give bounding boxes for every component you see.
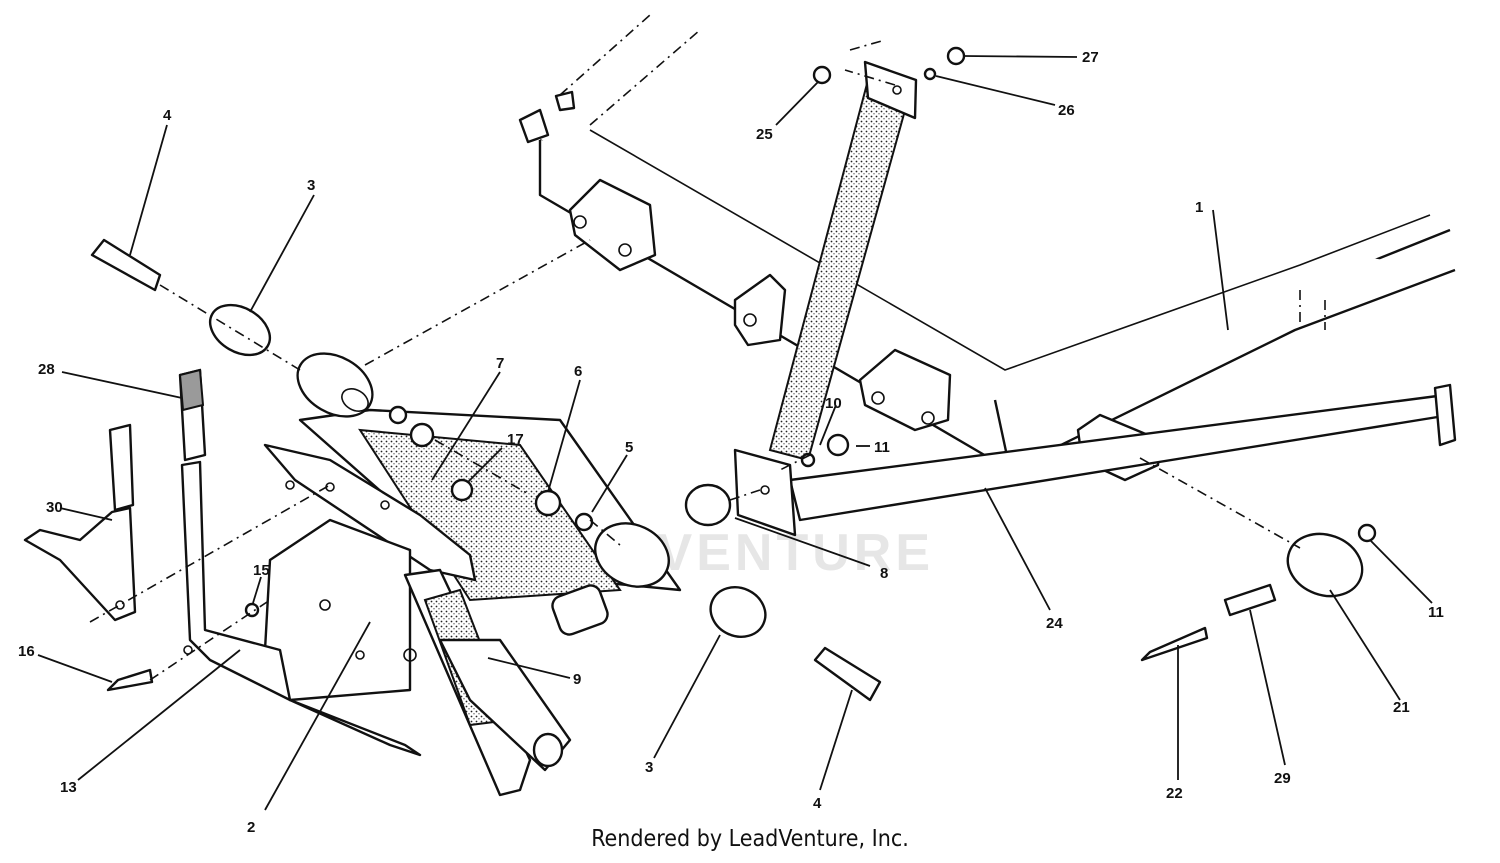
callout-7: 7 (496, 355, 504, 372)
callout-29: 29 (1274, 770, 1291, 787)
callout-1: 1 (1195, 199, 1203, 216)
pivot-bracket-part (263, 408, 682, 797)
callout-3a: 3 (307, 177, 315, 194)
callout-25: 25 (756, 126, 773, 143)
callout-9: 9 (573, 671, 581, 688)
leader-lines (37, 55, 1433, 811)
callout-5: 5 (625, 439, 633, 456)
footer-credit: Rendered by LeadVenture, Inc. (591, 826, 909, 852)
callout-15: 15 (253, 562, 270, 579)
callout-16: 16 (18, 643, 35, 660)
lever-assembly (23, 368, 292, 702)
callout-10: 10 (825, 395, 842, 412)
callout-17: 17 (507, 431, 524, 448)
callout-4b: 4 (813, 795, 822, 812)
callout-27: 27 (1082, 49, 1099, 66)
callout-4a: 4 (163, 107, 172, 124)
callout-22: 22 (1166, 785, 1183, 802)
callout-8: 8 (880, 565, 888, 582)
hardware (90, 46, 1377, 702)
assembly-lines (89, 69, 1301, 681)
callout-3b: 3 (645, 759, 653, 776)
frame-part (518, 14, 1456, 482)
callout-28: 28 (38, 361, 55, 378)
callout-labels: 1 2 3 3 4 4 5 6 7 8 9 10 11 11 13 15 16 … (18, 49, 1444, 836)
cross-bar-part (733, 383, 1457, 537)
callout-26: 26 (1058, 102, 1075, 119)
callout-24: 24 (1046, 615, 1063, 632)
callout-30: 30 (46, 499, 63, 516)
callout-6: 6 (574, 363, 582, 380)
callout-13: 13 (60, 779, 77, 796)
callout-11a: 11 (874, 439, 890, 456)
callout-2: 2 (247, 819, 255, 836)
callout-11b: 11 (1428, 604, 1444, 621)
callout-21: 21 (1393, 699, 1410, 716)
